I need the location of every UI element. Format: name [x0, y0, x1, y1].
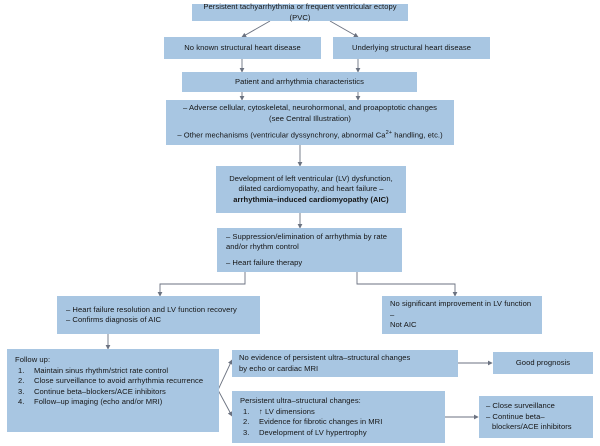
node-aic-development: Development of left ventricular (LV) dys… [216, 166, 406, 213]
node-recovery-line2: – Confirms diagnosis of AIC [66, 315, 162, 324]
node-persistent-item: 3. Development of LV hypertrophy [240, 428, 437, 439]
node-follow-up-item-number: 2. [18, 376, 25, 385]
node-follow-up: Follow up: 1. Maintain sinus rhythm/stric… [7, 349, 219, 432]
node-trigger-label: Persistent tachyarrhythmia or frequent v… [203, 2, 397, 22]
node-patient-arrhythmia-characteristics: Patient and arrhythmia characteristics [182, 72, 417, 92]
node-mechanisms-line3-post: handling, etc.) [392, 131, 443, 141]
connector-therapy-to-recovery [157, 272, 246, 297]
connector-therapy-to-no-improvement [356, 272, 458, 297]
node-follow-up-item: 3. Continue beta–blockers/ACE inhibitors [15, 387, 211, 398]
node-mechanisms-line3-sup: 2+ [385, 130, 393, 137]
node-persistent-item-text: Evidence for fibrotic changes in MRI [259, 417, 383, 426]
node-no-improvement-line2: Not AIC [390, 320, 417, 330]
node-no-significant-improvement: No significant improvement in LV functio… [382, 296, 542, 334]
node-persistent-item-text: Development of LV hypertrophy [259, 427, 367, 437]
node-aic-line1: Development of left ventricular (LV) dys… [229, 173, 393, 183]
node-follow-up-item-number: 3. [18, 386, 25, 396]
node-no-structural-heart-disease: No known structural heart disease [164, 37, 321, 59]
node-mechanisms-line2: (see Central Illustration) [269, 113, 351, 123]
node-persistent-item-text: ↑ LV dimensions [259, 406, 315, 416]
node-follow-up-item-text: Continue beta–blockers/ACE inhibitors [34, 386, 166, 396]
node-aic-line2: dilated cardiomyopathy, and heart failur… [238, 184, 384, 194]
node-underlying-structural-label: Underlying structural heart disease [351, 42, 472, 52]
node-therapy-line2: and/or rhythm control [226, 242, 299, 252]
node-persistent-item: 2. Evidence for fibrotic changes in MRI [240, 417, 437, 428]
node-persistent-ultrastructural: Persistent ultra–structural changes: 1. ↑… [232, 391, 445, 443]
node-follow-up-item-text: Maintain sinus rhythm/strict rate contro… [34, 365, 169, 375]
connector-trigger-to-left [241, 20, 271, 38]
node-persistent-item-number: 2. [243, 417, 250, 426]
node-follow-up-item-text: Close surveillance to avoid arrhythmia r… [34, 376, 204, 385]
connector-followup-to-no-evidence [217, 359, 233, 391]
connector-followup-to-persistent [217, 389, 233, 417]
node-no-evidence-ultrastructural: No evidence of persistent ultra–structur… [232, 350, 458, 377]
node-close-surveillance: – Close surveillance – Continue beta– bl… [479, 396, 593, 438]
node-follow-up-item: 4. Follow–up imaging (echo and/or MRI) [15, 397, 211, 408]
node-surveillance-line3: blockers/ACE inhibitors [492, 422, 572, 432]
node-no-evidence-line2: by echo or cardiac MRI [239, 363, 319, 373]
node-persistent-item-number: 1. [243, 406, 250, 416]
node-therapy-line3: – Heart failure therapy [226, 257, 303, 267]
node-no-evidence-line1: No evidence of persistent ultra–structur… [239, 353, 411, 362]
node-follow-up-item-text: Follow–up imaging (echo and/or MRI) [34, 397, 163, 406]
node-mechanisms-line3: – Other mechanisms (ventricular dyssynch… [174, 128, 446, 141]
node-persistent-item: 1. ↑ LV dimensions [240, 407, 437, 418]
node-good-prognosis: Good prognosis [493, 352, 593, 374]
node-aic-line3: arrhythmia–induced cardiomyopathy (AIC) [233, 194, 389, 204]
node-no-improvement-line1: No significant improvement in LV functio… [390, 299, 532, 319]
node-mechanisms-line3-pre: – Other mechanisms (ventricular dyssynch… [177, 131, 386, 141]
node-characteristics-label: Patient and arrhythmia characteristics [235, 76, 364, 86]
node-follow-up-item: 2. Close surveillance to avoid arrhythmia… [15, 376, 211, 387]
node-persistent-item-number: 3. [243, 427, 250, 437]
node-follow-up-title: Follow up: [15, 355, 51, 364]
node-surveillance-line1: – Close surveillance [486, 401, 555, 411]
node-mechanisms-line1: – Adverse cellular, cytoskeletal, neuroh… [183, 103, 437, 113]
node-underlying-structural-heart-disease: Underlying structural heart disease [333, 37, 490, 59]
node-persistent-title: Persistent ultra–structural changes: [240, 396, 361, 405]
connector-trigger-to-right [329, 20, 359, 38]
node-therapy: – Suppression/elimination of arrhythmia … [217, 228, 402, 272]
node-trigger: Persistent tachyarrhythmia or frequent v… [192, 2, 408, 22]
node-follow-up-item: 1. Maintain sinus rhythm/strict rate cont… [15, 366, 211, 377]
node-surveillance-line2: – Continue beta– [486, 411, 545, 421]
node-good-prognosis-label: Good prognosis [515, 357, 571, 367]
node-no-structural-label: No known structural heart disease [184, 42, 301, 52]
node-recovery-line1: – Heart failure resolution and LV functi… [66, 304, 237, 314]
node-follow-up-item-number: 1. [18, 365, 25, 375]
node-heart-failure-resolution: – Heart failure resolution and LV functi… [57, 296, 260, 334]
node-therapy-line1: – Suppression/elimination of arrhythmia … [226, 231, 388, 241]
node-mechanisms: – Adverse cellular, cytoskeletal, neuroh… [166, 100, 454, 145]
node-follow-up-item-number: 4. [18, 397, 25, 406]
